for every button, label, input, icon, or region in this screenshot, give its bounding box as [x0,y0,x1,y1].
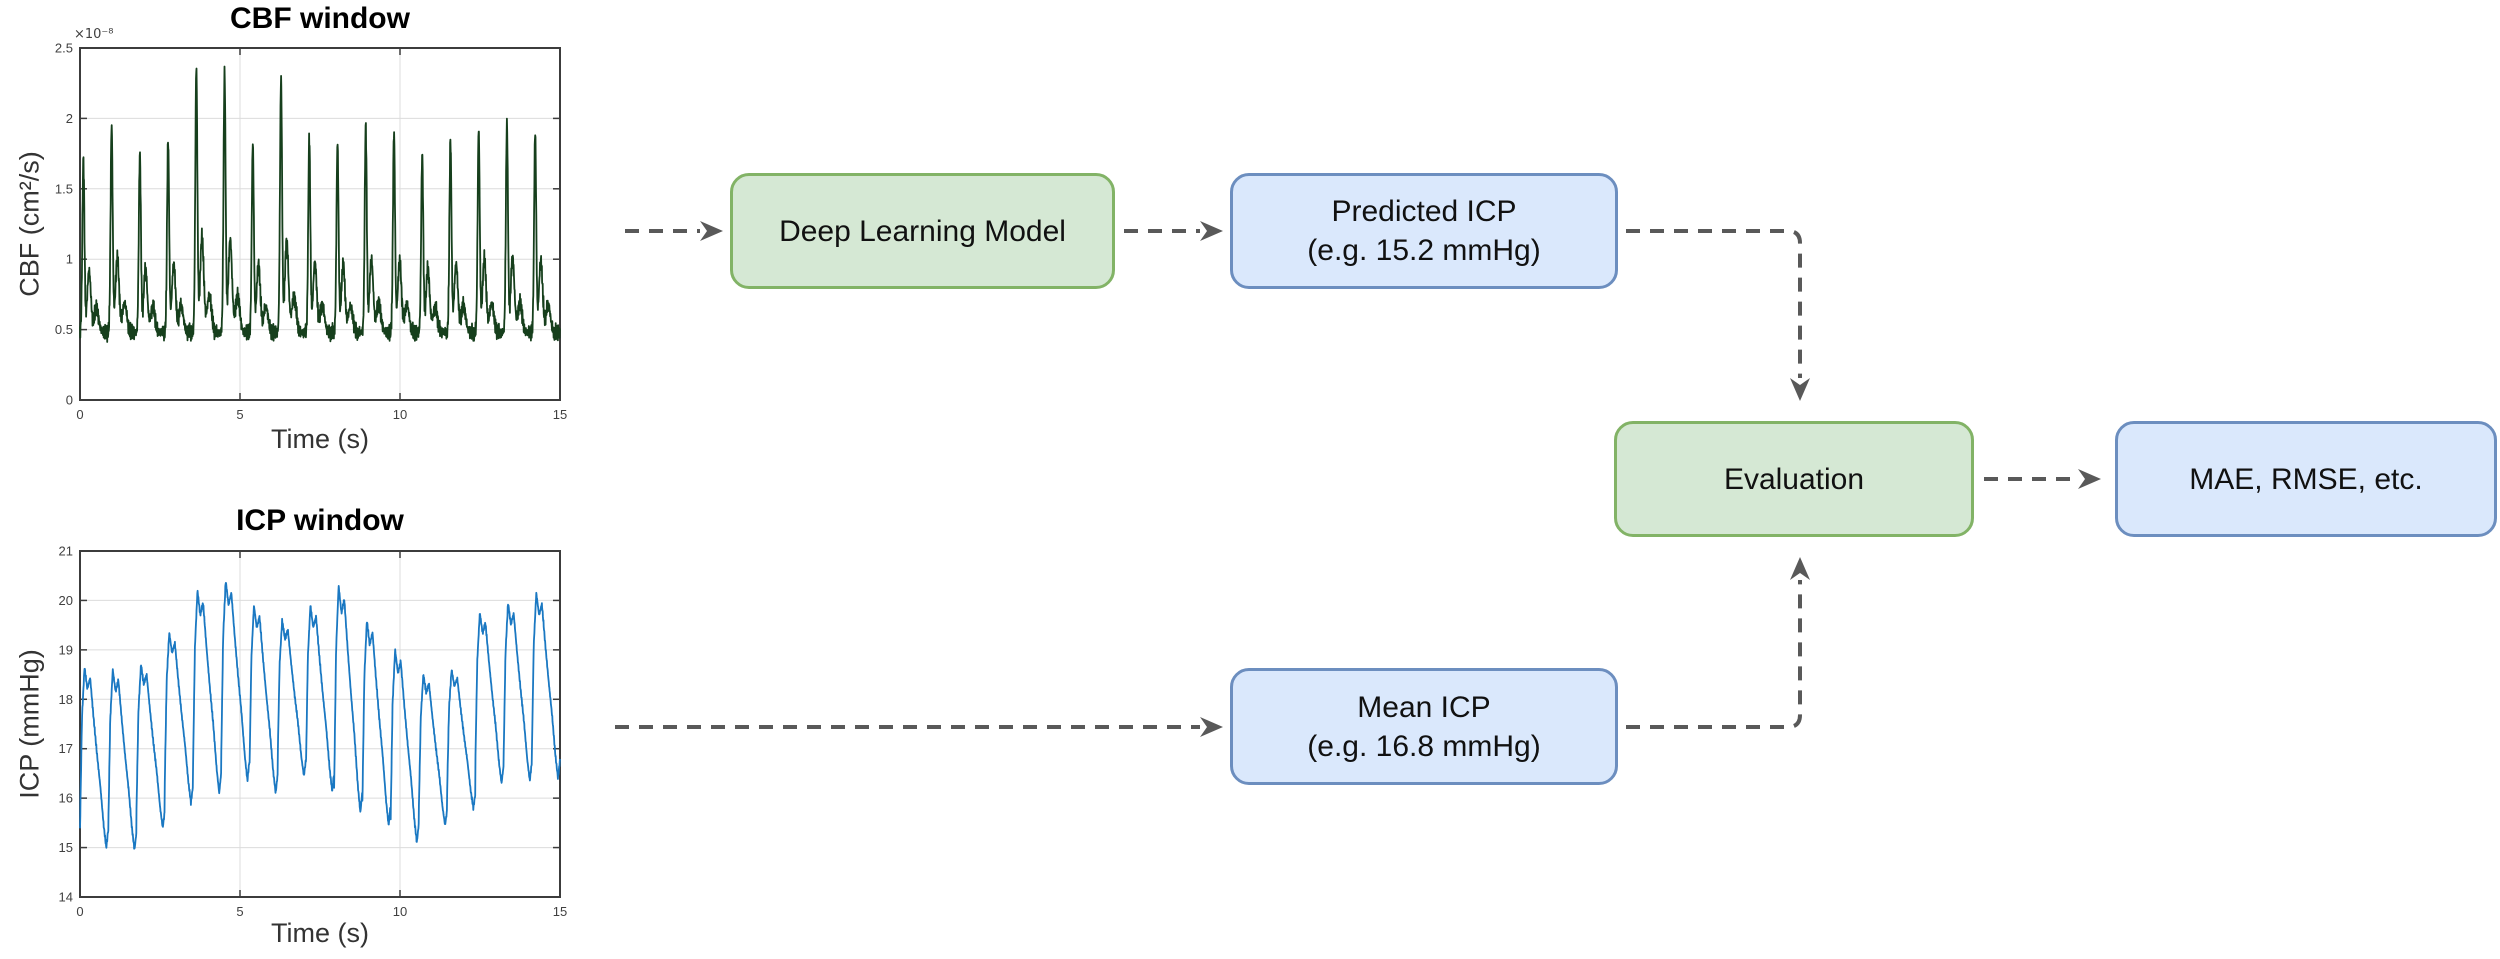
predicted-icp-box: Predicted ICP (e.g. 15.2 mmHg) [1230,173,1618,289]
svg-text:19: 19 [59,642,73,657]
svg-text:10: 10 [393,904,407,919]
svg-text:16: 16 [59,791,73,806]
evaluation-label: Evaluation [1723,462,1865,496]
svg-text:5: 5 [236,407,243,422]
cbf-chart-title: CBF window [230,2,410,35]
svg-text:15: 15 [59,840,73,855]
svg-text:10: 10 [393,407,407,422]
svg-text:18: 18 [59,692,73,707]
svg-text:0.5: 0.5 [55,322,73,337]
svg-text:21: 21 [59,544,73,559]
svg-text:14: 14 [59,890,73,905]
mae-rmse-label: MAE, RMSE, etc. [2189,462,2423,496]
svg-text:0: 0 [76,904,83,919]
deep-learning-model-label: Deep Learning Model [779,214,1066,248]
svg-text:2.5: 2.5 [55,41,73,56]
svg-text:15: 15 [553,904,567,919]
predicted-icp-label-line1: Predicted ICP [1331,195,1517,228]
arrow-predicted-icp-to-evaluation [1626,229,1810,401]
icp-plot-area: 0 5 10 15 14 15 16 17 18 19 20 21 [59,544,568,920]
svg-text:17: 17 [59,741,73,756]
svg-text:1.5: 1.5 [55,181,73,196]
icp-chart-title: ICP window [236,504,404,537]
mean-icp-label-line2: (e.g. 16.8 mmHg) [1307,729,1541,763]
mean-icp-box: Mean ICP (e.g. 16.8 mmHg) [1230,668,1618,785]
cbf-y-axis-multiplier: ×10⁻⁸ [74,27,114,42]
predicted-icp-label-line2: (e.g. 15.2 mmHg) [1307,234,1541,267]
deep-learning-model-box: Deep Learning Model [730,173,1115,289]
svg-text:0: 0 [76,407,83,422]
evaluation-box: Evaluation [1614,421,1974,537]
mean-icp-label-line1: Mean ICP [1357,690,1491,724]
svg-text:0: 0 [66,393,73,408]
cbf-plot-area: 0 5 10 15 0 0.5 1 1.5 2 2.5 [55,41,567,423]
cbf-x-axis-label: Time (s) [271,424,369,454]
svg-text:5: 5 [236,904,243,919]
svg-text:1: 1 [66,252,73,267]
svg-text:2: 2 [66,111,73,126]
icp-x-axis-label: Time (s) [271,918,369,948]
svg-text:20: 20 [59,593,73,608]
svg-text:15: 15 [553,407,567,422]
arrow-mean-icp-to-evaluation [1626,557,1810,729]
mae-rmse-box: MAE, RMSE, etc. [2115,421,2497,537]
